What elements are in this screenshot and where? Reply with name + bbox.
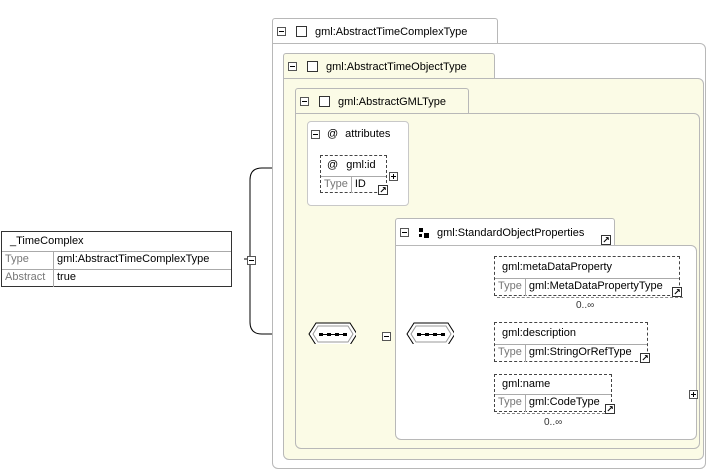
collapse-icon[interactable] [400, 228, 409, 237]
sequence-compositor[interactable] [406, 322, 454, 344]
tab-abstract-time-complex-type[interactable]: gml:AbstractTimeComplexType [272, 18, 498, 44]
attribute-type-value: ID [354, 178, 366, 190]
middle-type-label: gml:AbstractTimeObjectType [326, 60, 467, 73]
expand-icon[interactable] [689, 389, 699, 399]
collapse-icon[interactable] [277, 27, 286, 36]
collapse-icon[interactable] [300, 97, 309, 106]
root-element-title: _TimeComplex [10, 235, 84, 247]
goto-definition-icon[interactable]: ↗ [672, 287, 682, 297]
attribute-gml-id[interactable]: @ gml:id Type ID [320, 155, 387, 193]
checkbox-icon[interactable] [296, 26, 307, 37]
element-name: gml:name [502, 378, 551, 390]
root-element[interactable]: _TimeComplex Type gml:AbstractTimeComple… [1, 231, 232, 287]
element-name-box[interactable]: gml:name Type gml:CodeType [494, 374, 612, 412]
tab-abstract-time-object-type[interactable]: gml:AbstractTimeObjectType [283, 53, 495, 79]
root-type-value: gml:AbstractTimeComplexType [57, 253, 210, 265]
collapse-icon[interactable] [288, 62, 297, 71]
collapse-icon[interactable] [382, 331, 392, 341]
element-type-key: Type [495, 345, 526, 362]
attribute-type-key: Type [321, 177, 352, 193]
element-description[interactable]: gml:description Type gml:StringOrRefType [494, 322, 648, 362]
shadow-line [497, 413, 615, 414]
element-type-value: gml:MetaDataPropertyType [528, 280, 663, 292]
cardinality: 0..∞ [576, 300, 595, 311]
tab-abstract-gml-type[interactable]: gml:AbstractGMLType [295, 88, 469, 114]
goto-definition-icon[interactable]: ↗ [378, 185, 388, 195]
at-symbol: @ [327, 159, 339, 171]
root-type-key: Type [2, 252, 54, 269]
sequence-compositor[interactable] [308, 322, 356, 344]
cardinality: 0..∞ [544, 417, 563, 428]
checkbox-icon[interactable] [319, 96, 330, 107]
checkbox-icon[interactable] [307, 61, 318, 72]
goto-definition-icon[interactable]: ↗ [601, 235, 611, 245]
element-type-key: Type [495, 279, 526, 296]
goto-definition-icon[interactable]: ↗ [605, 404, 615, 414]
element-metadata-property[interactable]: gml:metaDataProperty Type gml:MetaDataPr… [494, 256, 680, 296]
attributes-label: attributes [345, 128, 391, 140]
tab-standard-object-properties[interactable]: gml:StandardObjectProperties [395, 218, 615, 246]
collapse-icon[interactable] [311, 129, 320, 139]
element-type-value: gml:StringOrRefType [528, 346, 632, 358]
collapse-icon[interactable] [247, 255, 257, 265]
element-name: gml:metaDataProperty [502, 261, 613, 273]
element-type-value: gml:CodeType [528, 396, 600, 408]
at-symbol: @ [327, 128, 339, 140]
element-type-key: Type [495, 395, 526, 412]
expand-icon[interactable] [389, 171, 398, 181]
root-abstract-key: Abstract [2, 270, 54, 287]
std-props-label: gml:StandardObjectProperties [437, 226, 585, 239]
group-icon [419, 227, 429, 238]
element-name: gml:description [502, 327, 576, 339]
inner-type-label: gml:AbstractGMLType [338, 95, 446, 108]
root-abstract-value: true [57, 271, 76, 283]
attributes-header[interactable]: @ attributes [311, 127, 390, 141]
shadow-line [497, 297, 683, 298]
attribute-name: gml:id [346, 159, 376, 171]
outer-type-label: gml:AbstractTimeComplexType [315, 25, 468, 38]
goto-definition-icon[interactable]: ↗ [640, 353, 650, 363]
